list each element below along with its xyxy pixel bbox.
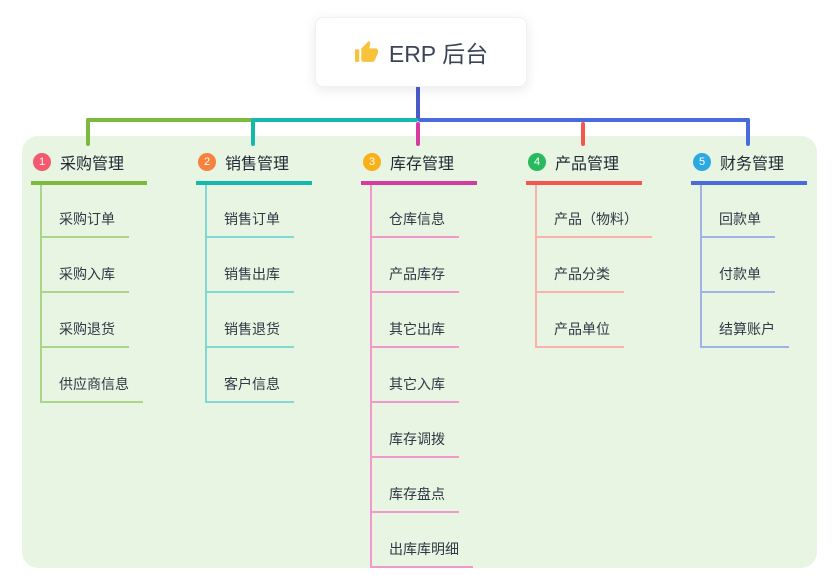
- root-node-label: ERP 后台: [388, 41, 489, 67]
- child-node[interactable]: 产品（物料）: [537, 209, 652, 238]
- child-row: 采购订单: [42, 185, 181, 238]
- child-row: 付款单: [702, 238, 839, 293]
- branch-index-badge: 2: [198, 153, 216, 171]
- child-node[interactable]: 产品单位: [537, 319, 624, 348]
- branch-children: 回款单付款单结算账户: [700, 185, 839, 348]
- child-row: 产品库存: [372, 238, 511, 293]
- branch-children: 采购订单采购入库采购退货供应商信息: [40, 185, 181, 403]
- child-node[interactable]: 付款单: [702, 264, 775, 293]
- child-node[interactable]: 供应商信息: [42, 374, 143, 403]
- branch-index-badge: 1: [33, 153, 51, 171]
- branch-1: 1 采购管理采购订单采购入库采购退货供应商信息: [31, 146, 181, 403]
- child-row: 出库库明细: [372, 513, 511, 568]
- child-node[interactable]: 库存盘点: [372, 484, 459, 513]
- branch-drop-line-2: [251, 118, 255, 146]
- child-row: 库存盘点: [372, 458, 511, 513]
- branch-header-5[interactable]: 5 财务管理: [691, 146, 807, 185]
- branch-index-badge: 5: [693, 153, 711, 171]
- child-node[interactable]: 其它出库: [372, 319, 459, 348]
- branch-label: 采购管理: [60, 156, 125, 173]
- child-row: 销售订单: [207, 185, 346, 238]
- child-row: 回款单: [702, 185, 839, 238]
- branch-children: 销售订单销售出库销售退货客户信息: [205, 185, 346, 403]
- thumbs-up-icon: [354, 40, 379, 65]
- child-row: 客户信息: [207, 348, 346, 403]
- branch-label: 销售管理: [225, 156, 290, 173]
- root-connector-line: [416, 85, 420, 120]
- branch-label: 财务管理: [720, 156, 785, 173]
- branch-header-3[interactable]: 3 库存管理: [361, 146, 477, 185]
- branch-drop-line-1: [86, 118, 90, 146]
- branch-drop-line-3: [416, 122, 420, 146]
- child-node[interactable]: 回款单: [702, 209, 775, 238]
- bus-line-segment-3: [418, 118, 750, 122]
- child-row: 产品（物料）: [537, 185, 676, 238]
- child-row: 库存调拨: [372, 403, 511, 458]
- child-node[interactable]: 库存调拨: [372, 429, 459, 458]
- branch-drop-line-5: [746, 118, 750, 146]
- bus-line-segment-1: [86, 118, 253, 122]
- root-node[interactable]: ERP 后台: [315, 17, 527, 87]
- branch-header-1[interactable]: 1 采购管理: [31, 146, 147, 185]
- child-row: 其它入库: [372, 348, 511, 403]
- child-node[interactable]: 仓库信息: [372, 209, 459, 238]
- branch-label: 产品管理: [555, 156, 620, 173]
- branch-label: 库存管理: [390, 156, 455, 173]
- branch-2: 2 销售管理销售订单销售出库销售退货客户信息: [196, 146, 346, 403]
- child-node[interactable]: 采购订单: [42, 209, 129, 238]
- branch-index-badge: 4: [528, 153, 546, 171]
- child-row: 产品分类: [537, 238, 676, 293]
- child-node[interactable]: 产品库存: [372, 264, 459, 293]
- child-row: 销售出库: [207, 238, 346, 293]
- child-row: 其它出库: [372, 293, 511, 348]
- child-row: 采购退货: [42, 293, 181, 348]
- child-node[interactable]: 客户信息: [207, 374, 294, 403]
- branch-4: 4 产品管理产品（物料） 产品分类产品单位: [526, 146, 676, 348]
- branch-drop-line-4: [581, 122, 585, 146]
- child-node[interactable]: 采购入库: [42, 264, 129, 293]
- branch-index-badge: 3: [363, 153, 381, 171]
- child-node[interactable]: 其它入库: [372, 374, 459, 403]
- child-row: 产品单位: [537, 293, 676, 348]
- bus-line-segment-2: [253, 118, 418, 122]
- child-node[interactable]: 产品分类: [537, 264, 624, 293]
- child-node[interactable]: 销售退货: [207, 319, 294, 348]
- child-node[interactable]: 出库库明细: [372, 539, 473, 568]
- mindmap-panel: [22, 136, 817, 568]
- child-node[interactable]: 结算账户: [702, 319, 789, 348]
- child-row: 采购入库: [42, 238, 181, 293]
- branch-children: 产品（物料） 产品分类产品单位: [535, 185, 676, 348]
- child-row: 供应商信息: [42, 348, 181, 403]
- child-node[interactable]: 销售订单: [207, 209, 294, 238]
- child-node[interactable]: 采购退货: [42, 319, 129, 348]
- branch-3: 3 库存管理仓库信息产品库存其它出库其它入库库存调拨库存盘点出库库明细: [361, 146, 511, 568]
- child-row: 结算账户: [702, 293, 839, 348]
- branch-5: 5 财务管理回款单付款单结算账户: [691, 146, 839, 348]
- child-row: 销售退货: [207, 293, 346, 348]
- child-node[interactable]: 销售出库: [207, 264, 294, 293]
- branch-header-2[interactable]: 2 销售管理: [196, 146, 312, 185]
- branch-children: 仓库信息产品库存其它出库其它入库库存调拨库存盘点出库库明细: [370, 185, 511, 568]
- branch-header-4[interactable]: 4 产品管理: [526, 146, 642, 185]
- child-row: 仓库信息: [372, 185, 511, 238]
